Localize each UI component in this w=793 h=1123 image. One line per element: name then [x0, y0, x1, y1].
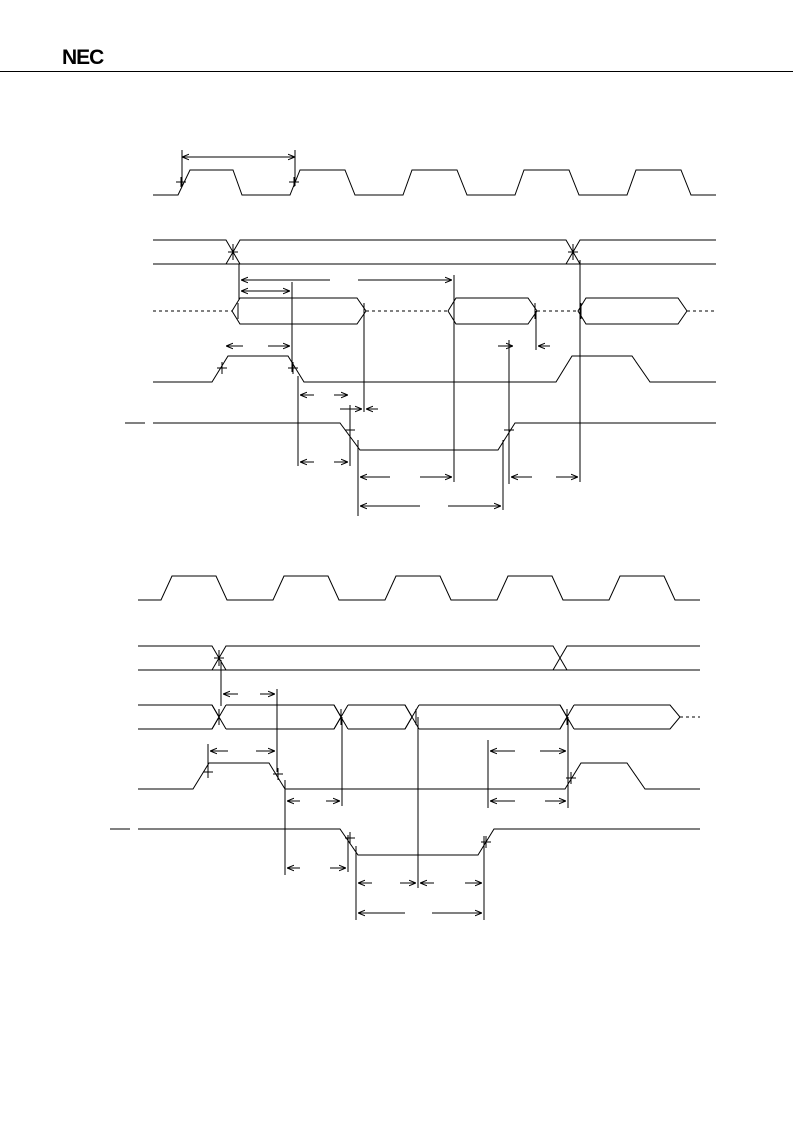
data-bus-1: [153, 297, 716, 325]
timing-arrows-2: [210, 694, 566, 913]
clock-waveform-2: [138, 575, 700, 601]
data-bus-2: [138, 704, 700, 730]
header-rule: [0, 71, 793, 72]
strobe-waveform-2: [138, 762, 700, 790]
active-low-waveform-2: [138, 828, 700, 856]
address-cross-ticks-1: [228, 244, 578, 260]
timing-diagram-2: [110, 575, 700, 920]
timing-arrows-1: [226, 280, 578, 506]
cycle-dimension-1: [176, 150, 299, 187]
clock-waveform-1: [153, 169, 716, 196]
timing-diagram-1: [125, 150, 716, 516]
strobe-waveform-1: [153, 355, 716, 383]
nec-logo: NEC: [62, 46, 104, 69]
reference-lines-1: [238, 260, 581, 516]
active-low-waveform-1: [153, 422, 716, 451]
reference-lines-2: [207, 660, 569, 920]
